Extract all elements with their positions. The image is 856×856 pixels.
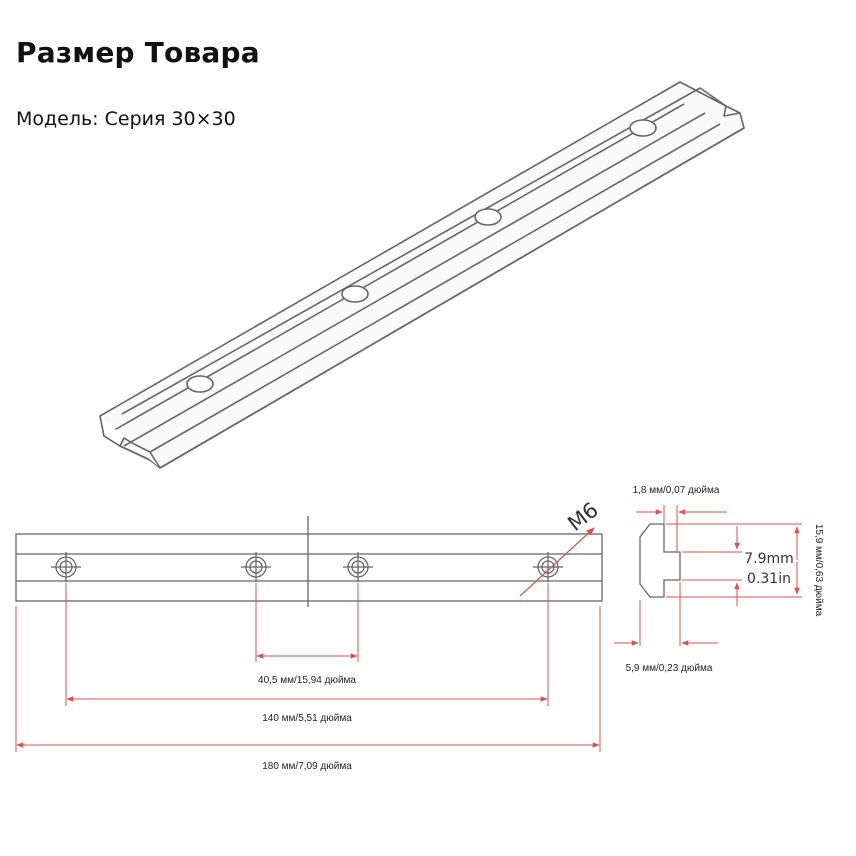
rail-3d-view [99,81,745,469]
dim-width: 5,9 мм/0,23 дюйма [626,663,713,674]
dim-height-mm: 7.9mm [744,551,794,567]
rail-front-view [15,516,603,607]
front-dimensions [15,583,601,752]
hole-4 [629,119,657,137]
front-hole [241,552,271,582]
hole-2 [341,285,369,303]
dim-total-length: 180 мм/7,09 дюйма [262,761,352,772]
rail-profile-view [639,523,681,598]
dim-total-height: 15,9 мм/0,63 дюйма [813,524,824,617]
page-title: Размер Товара [16,36,260,69]
front-hole [343,552,373,582]
profile-dimensions [614,505,802,646]
dim-outer-holes: 140 мм/5,51 дюйма [262,713,352,724]
front-hole [51,552,81,582]
model-subtitle: Модель: Серия 30×30 [16,108,236,130]
m6-label: M6 [563,498,603,536]
hole-3 [474,208,502,226]
dim-lip: 1,8 мм/0,07 дюйма [633,485,720,496]
front-hole [533,552,563,582]
dim-hole-spacing: 40,5 мм/15,94 дюйма [258,675,356,686]
hole-1 [186,375,214,393]
dim-height-in: 0.31in [747,571,791,587]
